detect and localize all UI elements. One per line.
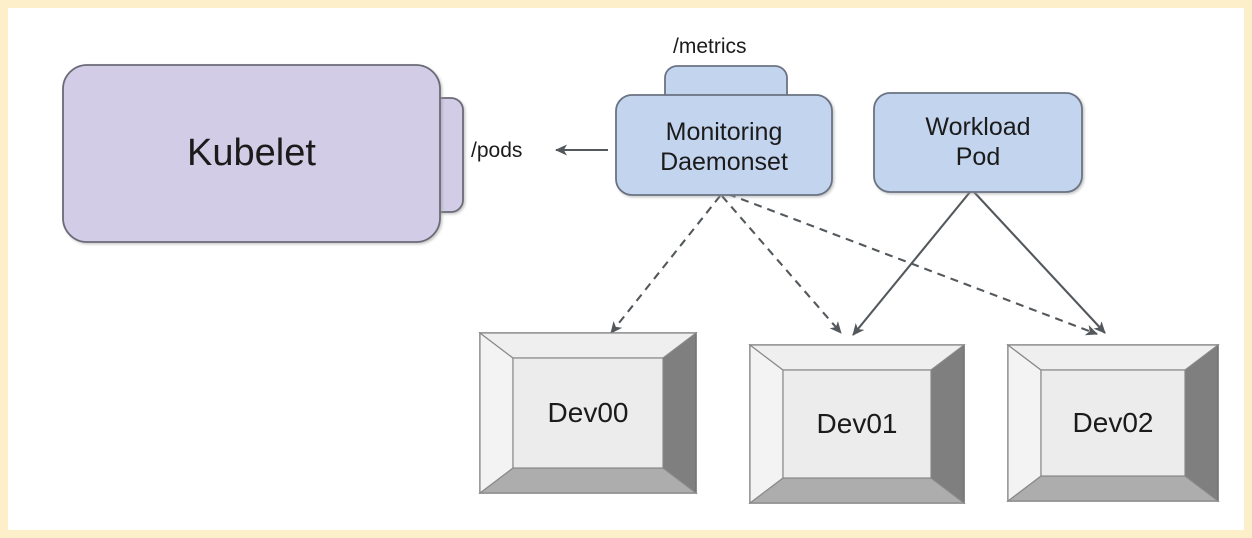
dev01-left-bevel [749,343,784,505]
dev02-bottom-bevel [1006,475,1220,502]
edge-workload-to-dev01 [852,191,971,336]
dev00-right-bevel [662,331,697,495]
edge-workload-to-dev02 [973,191,1106,334]
dev02-right-bevel [1184,343,1219,503]
node-dev00[interactable] [478,331,698,495]
node-dev01[interactable] [748,343,966,505]
node-monitoring-daemonset[interactable] [615,65,833,196]
edge-monitoring-to-dev00 [610,195,721,334]
dev00-bottom-bevel [478,467,698,494]
node-kubelet[interactable] [62,64,464,243]
dev02-top-bevel [1006,344,1220,371]
edge-monitoring-to-dev01 [721,195,842,334]
diagram-svg [62,64,1220,505]
edge-monitoring-to-dev02 [727,193,1098,336]
dev02-face [1040,369,1186,477]
workload-body [873,92,1083,193]
monitoring-body [615,94,833,196]
node-workload-pod[interactable] [873,92,1083,193]
dev01-top-bevel [748,344,966,371]
dev01-face [782,369,932,479]
dev02-left-bevel [1007,343,1042,503]
dev00-left-bevel [479,331,514,495]
node-dev02[interactable] [1006,343,1220,503]
kubelet-body [62,64,441,243]
dev00-top-bevel [478,332,698,359]
edges-group [555,144,1106,336]
diagram-canvas: Kubelet /pods /metrics Monitoring Daemon… [8,8,1244,530]
dev01-right-bevel [930,343,965,505]
dev01-bottom-bevel [748,477,966,504]
dev00-face [512,357,664,469]
